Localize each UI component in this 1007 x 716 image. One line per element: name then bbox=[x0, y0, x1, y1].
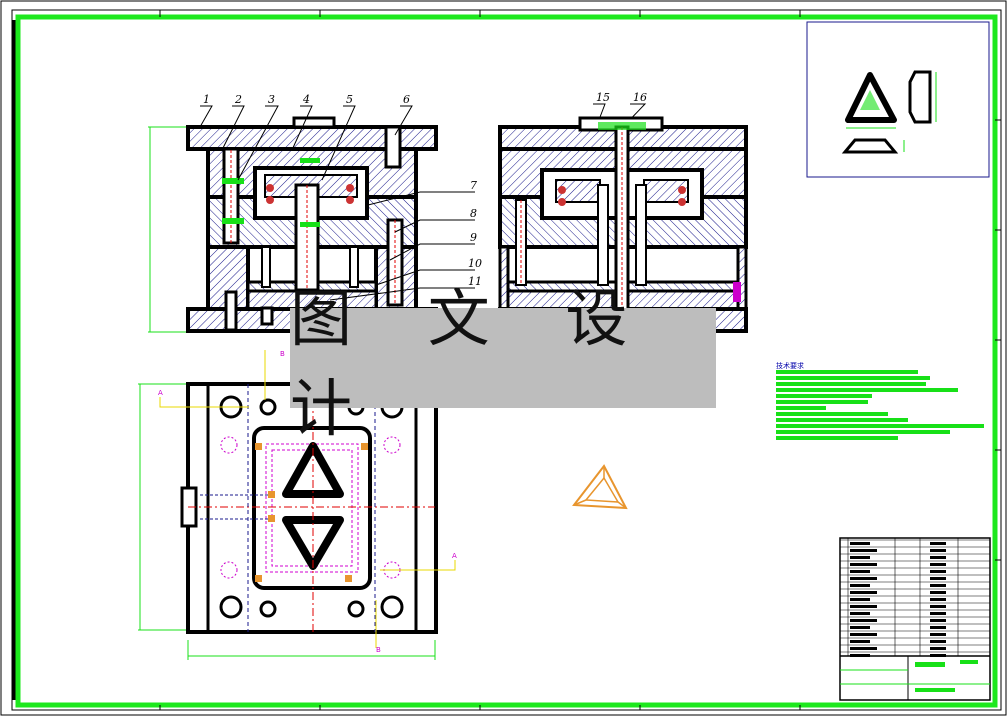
callout-leaders bbox=[199, 103, 647, 301]
callout-16: 16 bbox=[633, 91, 647, 104]
callout-6: 6 bbox=[403, 93, 410, 106]
bom-cell-fill bbox=[850, 577, 877, 580]
callout-9: 9 bbox=[470, 231, 477, 244]
callout-1: 1 bbox=[203, 93, 210, 106]
bom-cell-fill bbox=[850, 563, 877, 566]
bom-cell-fill bbox=[850, 612, 870, 615]
bom-cell-fill bbox=[850, 556, 870, 559]
bom-cell-fill bbox=[930, 542, 946, 545]
bom-cell-fill bbox=[850, 584, 870, 587]
bom-cell-fill bbox=[850, 591, 877, 594]
bom-cell-fill bbox=[850, 542, 870, 545]
bom-cell-fill bbox=[850, 626, 870, 629]
product-inset-view bbox=[806, 21, 990, 178]
bom-cell-fill bbox=[850, 633, 877, 636]
green-border bbox=[15, 14, 998, 708]
zone-ticks bbox=[159, 10, 1001, 710]
callout-11: 11 bbox=[468, 275, 482, 288]
bom-cell-fill bbox=[930, 640, 946, 643]
bom-cell-fill bbox=[850, 598, 870, 601]
section-label-a-right: A bbox=[452, 552, 457, 560]
bom-cell-fill bbox=[930, 647, 946, 650]
callout-8: 8 bbox=[470, 207, 477, 220]
callout-10: 10 bbox=[468, 257, 482, 270]
bom-cell-fill bbox=[930, 563, 946, 566]
bom-cell-fill bbox=[930, 584, 946, 587]
callout-5: 5 bbox=[346, 93, 353, 106]
watermark-text: 图 文 设 计 bbox=[290, 282, 656, 445]
bom-cell-fill bbox=[850, 640, 870, 643]
callout-4: 4 bbox=[302, 93, 310, 106]
bom-cell-fill bbox=[930, 570, 946, 573]
bom-cell-fill bbox=[850, 619, 877, 622]
part-isometric bbox=[572, 464, 628, 510]
tech-title: 技术要求 bbox=[776, 361, 804, 370]
bom-cell-fill bbox=[930, 612, 946, 615]
bom-cell-fill bbox=[930, 598, 946, 601]
title-block bbox=[839, 537, 991, 701]
callout-3: 3 bbox=[268, 93, 275, 106]
bom-cell-fill bbox=[850, 549, 877, 552]
section-label-b-top: B bbox=[280, 350, 285, 358]
bom-cell-fill bbox=[930, 549, 946, 552]
bom-cell-fill bbox=[930, 619, 946, 622]
callout-2: 2 bbox=[234, 93, 242, 106]
bom-cell-fill bbox=[850, 605, 877, 608]
watermark: 图 文 设 计 bbox=[290, 282, 716, 445]
bom-cell-fill bbox=[930, 591, 946, 594]
bom-cell-fill bbox=[930, 626, 946, 629]
bom-cell-fill bbox=[850, 647, 877, 650]
bom-cell-fill bbox=[930, 633, 946, 636]
bom-cell-fill bbox=[930, 556, 946, 559]
bom-cell-fill bbox=[930, 577, 946, 580]
callout-7: 7 bbox=[470, 179, 477, 192]
section-label-a-left: A bbox=[158, 389, 163, 397]
technical-requirements: 技术要求 bbox=[776, 361, 984, 440]
bom-cell-fill bbox=[850, 570, 870, 573]
callout-15: 15 bbox=[596, 91, 610, 104]
section-label-b-bottom: B bbox=[376, 646, 381, 654]
section-lines bbox=[159, 350, 456, 648]
bom-cell-fill bbox=[930, 605, 946, 608]
